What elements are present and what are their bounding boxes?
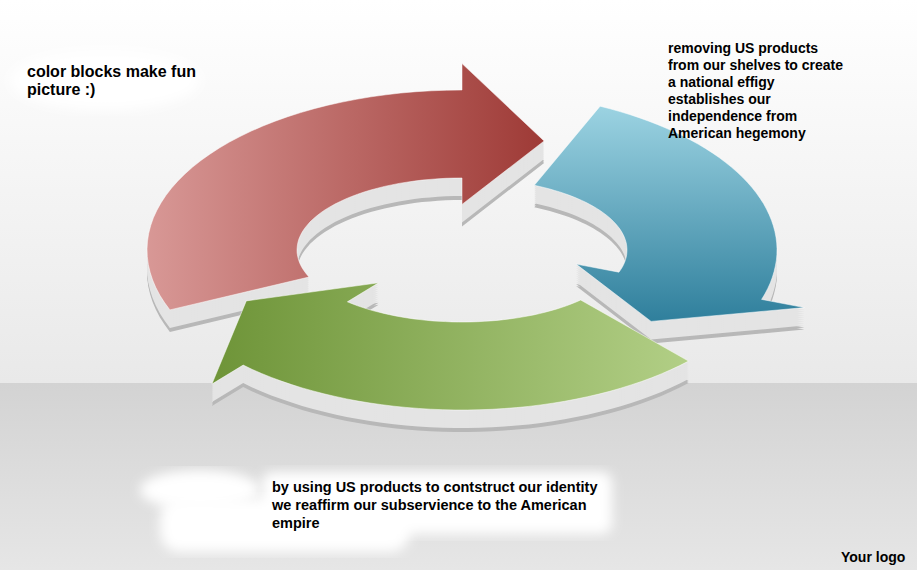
white-patch [10, 50, 200, 110]
logo-placeholder: Your logo [841, 549, 913, 565]
note-text: color blocks make fun picture :) [27, 63, 199, 99]
callout-text: removing US products from our shelves to… [668, 40, 850, 142]
red-arrow [147, 64, 544, 310]
callout-text: by using US products to contstruct our i… [272, 478, 620, 532]
green-arrow [212, 283, 689, 410]
